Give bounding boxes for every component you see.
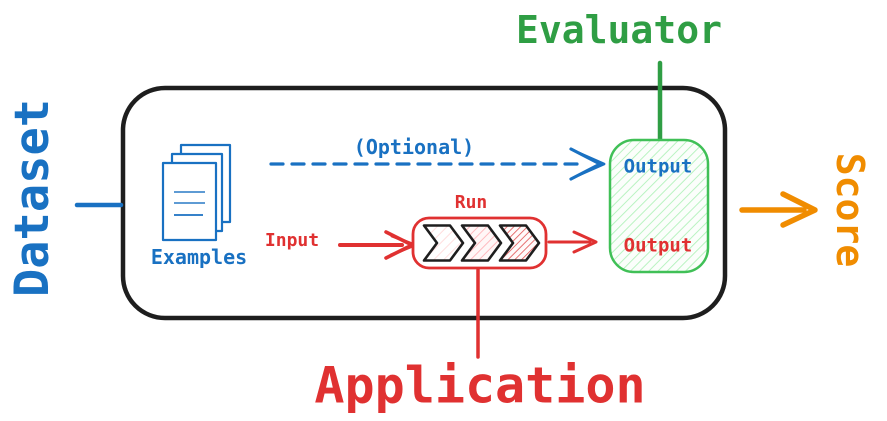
run-output-arrow [547,230,598,254]
run-chevrons-icon [422,224,541,262]
optional-dashed-arrow [269,147,606,181]
optional-label: (Optional) [353,135,475,159]
input-label: Input [264,230,320,252]
evaluator-label: Evaluator [516,8,722,53]
score-arrow [739,191,818,228]
run-label: Run [454,192,488,214]
system-boundary-box [120,85,728,321]
application-label: Application [314,356,646,415]
score-label: Score [827,152,872,268]
documents-icon [161,143,232,242]
examples-label: Examples [150,245,248,269]
dataset-label: Dataset [5,98,61,298]
input-arrow [338,230,417,260]
application-output-label: Output [623,234,693,257]
evaluator-output-box [608,138,710,274]
evaluator-output-label: Output [623,155,693,178]
